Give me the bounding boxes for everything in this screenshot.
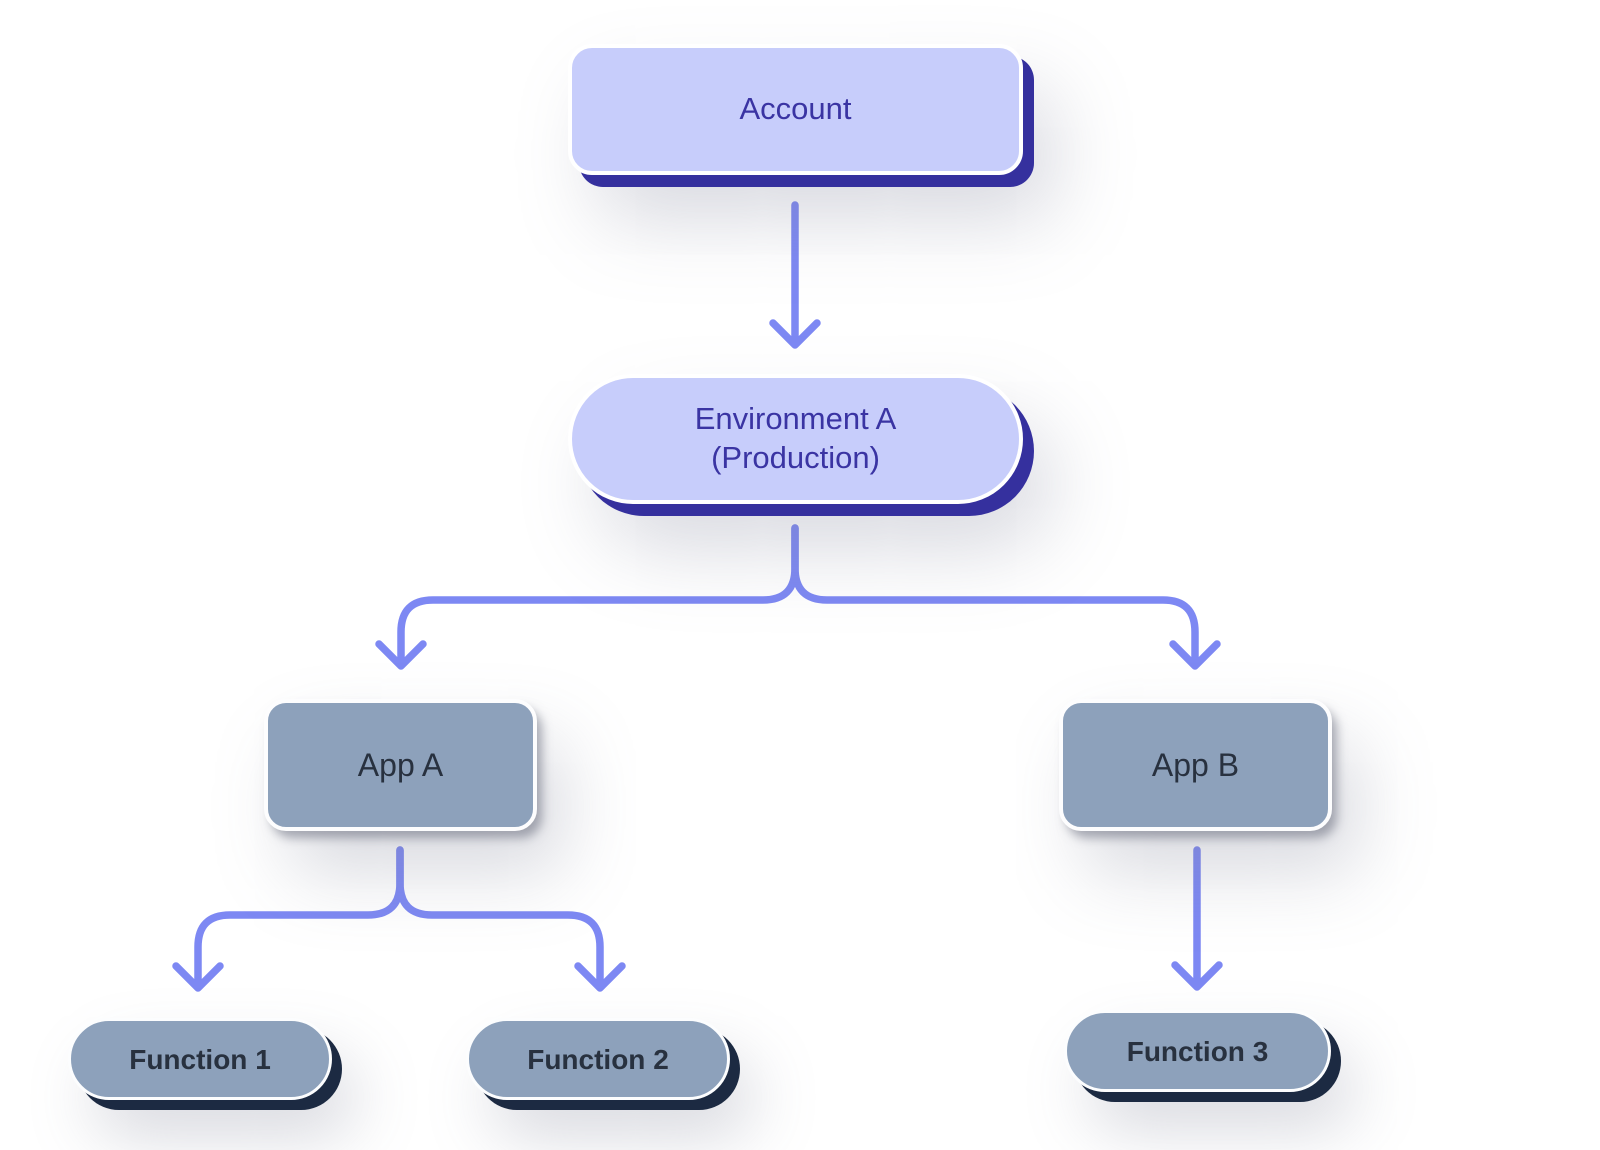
node-environment: Environment A (Production): [568, 374, 1023, 504]
node-app-b: App B: [1059, 699, 1332, 831]
node-app-a: App A: [264, 699, 537, 831]
node-account: Account: [568, 44, 1023, 175]
edge-app-a-function-2: [396, 846, 626, 992]
edge-account-environment: [769, 201, 821, 349]
node-environment-label-line2: (Production): [711, 440, 880, 475]
node-account-label: Account: [739, 91, 852, 127]
node-app-a-label: App A: [357, 747, 444, 783]
edge-app-b-function-3: [1171, 846, 1223, 991]
node-function-2-label: Function 2: [527, 1043, 669, 1075]
node-environment-label-line1: Environment A: [694, 401, 897, 437]
node-function-1: Function 1: [68, 1018, 332, 1100]
node-function-2: Function 2: [466, 1018, 730, 1100]
node-function-3-label: Function 3: [1126, 1035, 1269, 1067]
node-function-3: Function 3: [1064, 1010, 1331, 1092]
edge-environment-app-a: [375, 524, 799, 670]
node-function-1-label: Function 1: [129, 1043, 271, 1075]
node-app-b-label: App B: [1151, 747, 1240, 783]
edge-app-a-function-1: [172, 846, 404, 992]
edge-environment-app-b: [791, 524, 1221, 670]
